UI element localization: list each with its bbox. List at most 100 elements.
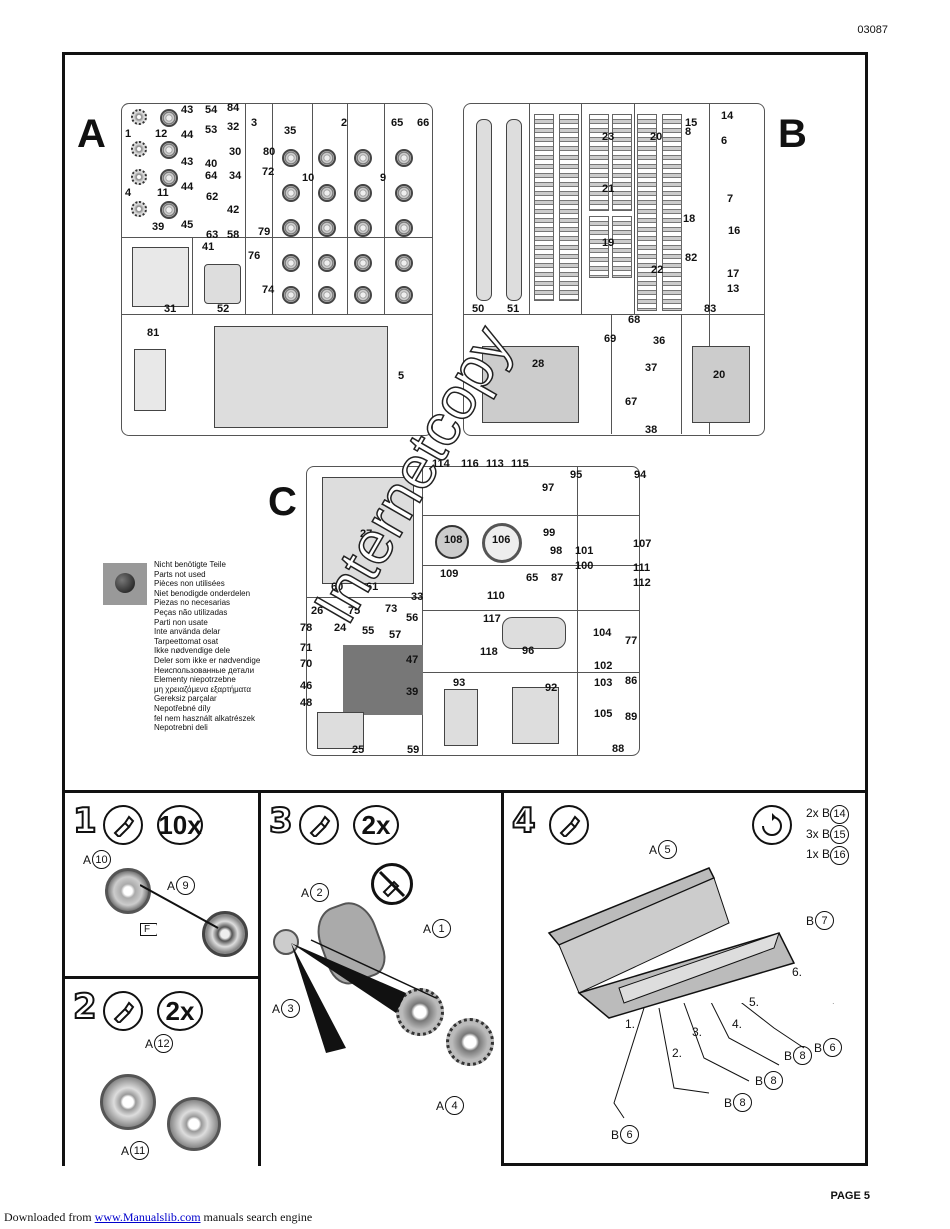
legend-line: Pièces non utilisées — [154, 579, 225, 589]
part-number-c: 89 — [625, 711, 638, 723]
sequence-5: 5. — [749, 995, 760, 1009]
part-number-c: 94 — [634, 469, 647, 481]
part-number-c: 95 — [570, 469, 583, 481]
sprue-letter-b: B — [778, 112, 807, 156]
part-number-b: 68 — [628, 314, 641, 326]
part-number-a: 39 — [152, 221, 165, 233]
part-number-c: 48 — [300, 697, 313, 709]
part-number-c: 55 — [362, 625, 375, 637]
part-number-a: 32 — [227, 121, 240, 133]
part-number-c: 115 — [511, 458, 529, 470]
part-number-a: 31 — [164, 303, 177, 315]
part-number-a: 34 — [229, 170, 242, 182]
part-number-a: 40 — [205, 158, 218, 170]
sequence-2: 2. — [672, 1046, 683, 1060]
legend-line: Nepotřebné díly — [154, 703, 211, 713]
part-number-a: 52 — [217, 303, 230, 315]
part-number-b: 16 — [728, 225, 741, 237]
part-number-a: 5 — [398, 370, 405, 382]
manualslib-link[interactable]: www.Manualslib.com — [94, 1210, 201, 1224]
sprue-c — [306, 466, 640, 756]
part-number-c: 75 — [348, 605, 361, 617]
part-number-c: 99 — [543, 527, 556, 539]
part-number-a: 2 — [341, 117, 348, 129]
part-number-c: 47 — [406, 654, 419, 666]
legend-line: Piezas no necesarias — [154, 598, 231, 608]
step-4-number: 4 — [511, 800, 537, 842]
part-number-c: 26 — [311, 605, 324, 617]
part-number-b: 50 — [472, 303, 485, 315]
flag-label: F — [140, 923, 158, 936]
legend-line: Peças não utilizadas — [154, 607, 228, 617]
sequence-4: 4. — [732, 1017, 743, 1031]
part-number-c: 109 — [440, 568, 459, 580]
part-number-c: 65 — [526, 572, 539, 584]
sprue-letter-c: C — [268, 480, 297, 524]
sequence-3: 3. — [692, 1025, 703, 1039]
part-number-c: 105 — [594, 708, 613, 720]
part-number-c: 73 — [385, 603, 398, 615]
part-number-b: 19 — [602, 237, 615, 249]
part-number-c: 86 — [625, 675, 638, 687]
sequence-1: 1. — [625, 1017, 636, 1031]
part-number-c: 56 — [406, 612, 419, 624]
part-number-c: 92 — [545, 682, 558, 694]
part-number-c: 104 — [593, 627, 612, 639]
part-number-c: 61 — [366, 581, 379, 593]
part-number-a: 45 — [181, 219, 194, 231]
legend-line: Deler som ikke er nødvendige — [154, 655, 261, 665]
part-number-a: 12 — [155, 128, 168, 140]
part-number-b: 17 — [727, 268, 740, 280]
sprue-a — [121, 103, 433, 436]
glue-icon — [103, 805, 143, 845]
part-number-a: 44 — [181, 129, 194, 141]
part-number-c: 103 — [594, 677, 613, 689]
part-number-a: 54 — [205, 104, 218, 116]
quantity-badge: 2x — [157, 991, 203, 1031]
quantity-badge: 2x — [353, 805, 399, 845]
part-number-a: 3 — [251, 117, 258, 129]
part-number-c: 24 — [334, 622, 347, 634]
part-number-b: 28 — [532, 358, 545, 370]
legend-line: Elementy niepotrzebne — [154, 675, 236, 685]
part-number-b: 15 — [685, 117, 698, 129]
part-number-b: 20 — [713, 369, 726, 381]
sprue-b — [463, 103, 765, 436]
step-2-number: 2 — [72, 986, 98, 1028]
legend-line: Inte använda delar — [154, 627, 221, 637]
part-number-c: 100 — [575, 560, 594, 572]
part-number-c: 77 — [625, 635, 638, 647]
part-number-c: 71 — [300, 642, 313, 654]
part-number-c: 97 — [542, 482, 555, 494]
part-number-c: 107 — [633, 538, 652, 550]
legend-line: Gereksiz parçalar — [154, 694, 217, 704]
legend-line: Parts not used — [154, 569, 206, 579]
legend-line: Parti non usate — [154, 617, 208, 627]
part-number-b: 38 — [645, 424, 658, 436]
legend-line: Nicht benötigte Teile — [154, 560, 226, 569]
part-number-b: 8 — [685, 126, 692, 138]
part-number-c: 93 — [453, 677, 466, 689]
part-number-b: 20 — [650, 131, 663, 143]
part-number-a: 63 — [206, 229, 219, 241]
part-number-a: 79 — [258, 226, 271, 238]
part-number-a: 42 — [227, 204, 240, 216]
part-number-c: 110 — [487, 590, 505, 602]
part-number-c: 106 — [492, 534, 511, 546]
part-number-c: 101 — [575, 545, 594, 557]
part-number-c: 57 — [389, 629, 402, 641]
part-number-c: 114 — [432, 458, 450, 470]
glue-icon — [549, 805, 589, 845]
rotate-icon — [752, 805, 792, 845]
part-number-a: 30 — [229, 146, 242, 158]
part-number-a: 84 — [227, 102, 240, 114]
part-number-c: 117 — [483, 613, 501, 625]
part-number-b: 37 — [645, 362, 658, 374]
